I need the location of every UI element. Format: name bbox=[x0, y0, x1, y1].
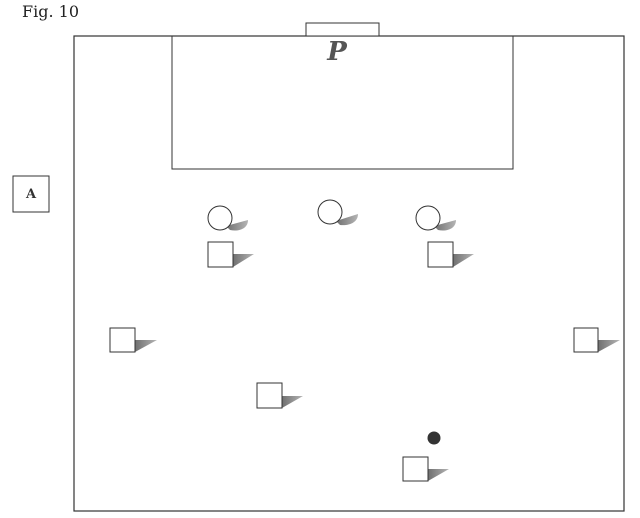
square-player bbox=[256, 382, 303, 409]
legend-box-a: A bbox=[12, 175, 50, 213]
square-player bbox=[573, 327, 620, 353]
square-player bbox=[207, 241, 254, 268]
figure-caption: Fig. 10 bbox=[22, 2, 79, 21]
legend-box-label: A bbox=[25, 187, 37, 202]
circle-player bbox=[207, 205, 248, 231]
square-player bbox=[402, 456, 449, 482]
goal bbox=[305, 22, 380, 37]
ball bbox=[427, 431, 441, 445]
square-player bbox=[109, 327, 157, 353]
penalty-area-label: P bbox=[326, 37, 348, 67]
circle-player bbox=[317, 199, 358, 226]
circle-player bbox=[415, 205, 456, 231]
square-player bbox=[427, 241, 474, 268]
field-boundary bbox=[73, 35, 625, 512]
penalty-area bbox=[171, 35, 514, 170]
